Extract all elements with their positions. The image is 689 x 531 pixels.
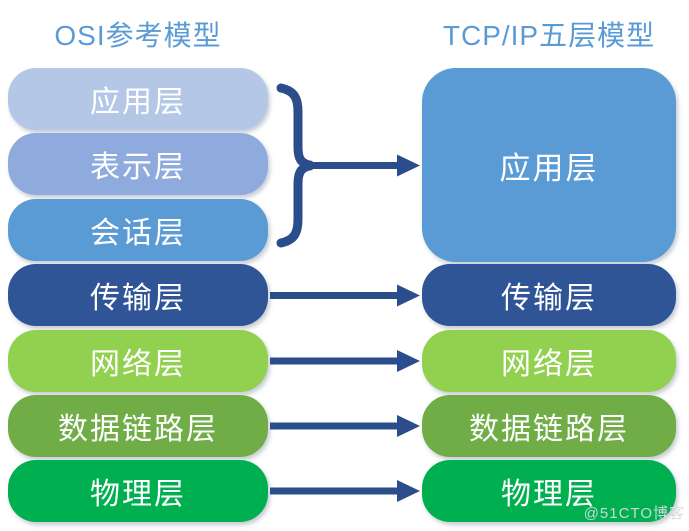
arrow-physical — [270, 480, 420, 502]
arrow-transport — [270, 284, 420, 307]
arrow-network — [270, 350, 420, 372]
arrow-application — [312, 154, 420, 177]
tcpip-layer-network: 网络层 — [422, 330, 676, 392]
osi-layer-session: 会话层 — [8, 199, 268, 261]
osi-layer-application: 应用层 — [8, 68, 268, 130]
tcpip-layer-physical: 物理层 — [422, 460, 676, 522]
osi-layer-network: 网络层 — [8, 330, 268, 392]
watermark-51cto: @51CTO博客 — [583, 505, 685, 522]
tcpip-layer-datalink: 数据链路层 — [422, 395, 676, 457]
osi-model-title: OSI参考模型 — [54, 20, 222, 51]
tcpip-layer-application: 应用层 — [422, 68, 676, 262]
osi-layer-transport: 传输层 — [8, 264, 268, 326]
osi-layer-physical: 物理层 — [8, 460, 268, 522]
osi-layer-presentation: 表示层 — [8, 133, 268, 195]
arrow-datalink — [270, 415, 420, 437]
tcpip-model-title: TCP/IP五层模型 — [442, 20, 656, 51]
group-brace — [276, 83, 313, 248]
tcpip-layer-transport: 传输层 — [422, 264, 676, 326]
osi-layer-datalink: 数据链路层 — [8, 395, 268, 457]
